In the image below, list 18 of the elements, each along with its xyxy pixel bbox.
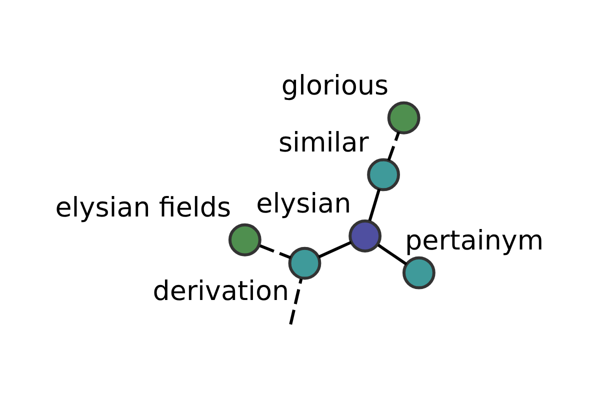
node-label: pertainym <box>404 225 544 256</box>
node-label: derivation <box>152 276 289 307</box>
node-circle <box>288 246 321 280</box>
node-circle <box>402 256 435 290</box>
node-label: elysian <box>256 188 351 220</box>
node-label: similar <box>278 127 368 158</box>
node-circle <box>386 101 420 134</box>
node-label: glorious <box>280 70 388 102</box>
connector <box>376 244 407 266</box>
node-circle <box>348 220 382 252</box>
node-label: elysian fields <box>54 192 231 224</box>
node-circle <box>228 223 261 256</box>
node-circle <box>366 158 400 192</box>
connector <box>386 132 400 161</box>
connector <box>258 244 291 260</box>
connector <box>318 240 352 258</box>
connector <box>368 188 380 221</box>
connector <box>288 278 302 325</box>
